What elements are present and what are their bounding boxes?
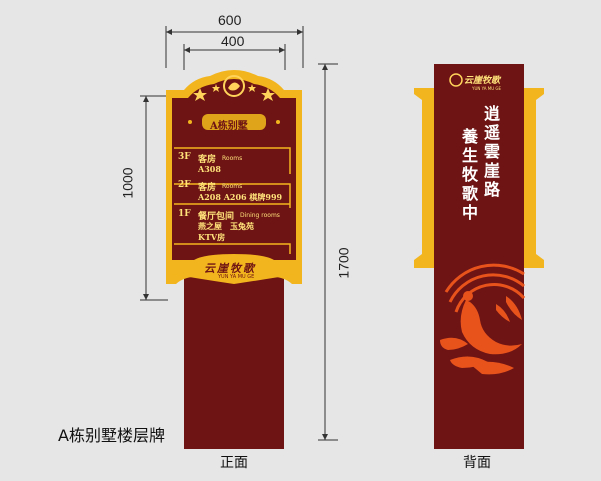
dim-1700: 1700 [335,247,352,279]
back-emblem-icon [449,73,463,87]
dim-600: 600 [218,12,242,28]
back-poem-col2: 養生牧歌中 [462,127,479,222]
back-sign-shape [414,64,544,449]
floor-3f-num: 3F [178,152,191,162]
front-sign-shape [166,70,302,449]
floor-1f-num: 1F [178,209,191,219]
front-brand-cn: 云崖牧歌 [204,262,256,275]
front-label: 正面 [220,455,248,471]
floor-2f-en: Rooms [222,183,243,190]
floor-2f-rooms: A208 A206 棋牌999 [198,192,283,202]
floor-1f-en: Dining rooms [240,212,280,219]
floor-2f-name: 客房 [198,183,217,193]
front-sign: A栋别墅 3F 客房 Rooms A308 2F 客房 Rooms A208 A… [164,64,304,449]
dim-400: 400 [221,33,245,49]
front-title: A栋别墅 [210,121,248,132]
back-brand-en: YUN YA MU GE [472,86,502,91]
front-brand-en: YUN YA MU GE [218,274,255,280]
phoenix-emblem-icon [223,75,245,97]
back-brand-cn: 云崖牧歌 [464,76,501,86]
floor-1f-rooms-line1: 燕之屋 玉兔苑 [198,221,254,231]
floor-2f-num: 2F [178,180,191,190]
floor-1f-rooms-line2: KTV房 [198,232,226,242]
caption: A栋别墅楼层牌 [58,426,165,445]
dim-1000: 1000 [119,167,136,199]
floor-3f-rooms: A308 [198,164,221,174]
phoenix-icon [440,291,522,375]
floor-1f-name: 餐厅包间 [198,212,235,222]
floor-3f-name: 客房 [198,155,217,165]
floor-3f-en: Rooms [222,155,243,162]
back-sign: 云崖牧歌 YUN YA MU GE 逍遥雲崖路 養生牧歌中 [410,64,548,449]
back-label: 背面 [463,455,491,471]
back-poem-col1: 逍遥雲崖路 [484,104,501,199]
